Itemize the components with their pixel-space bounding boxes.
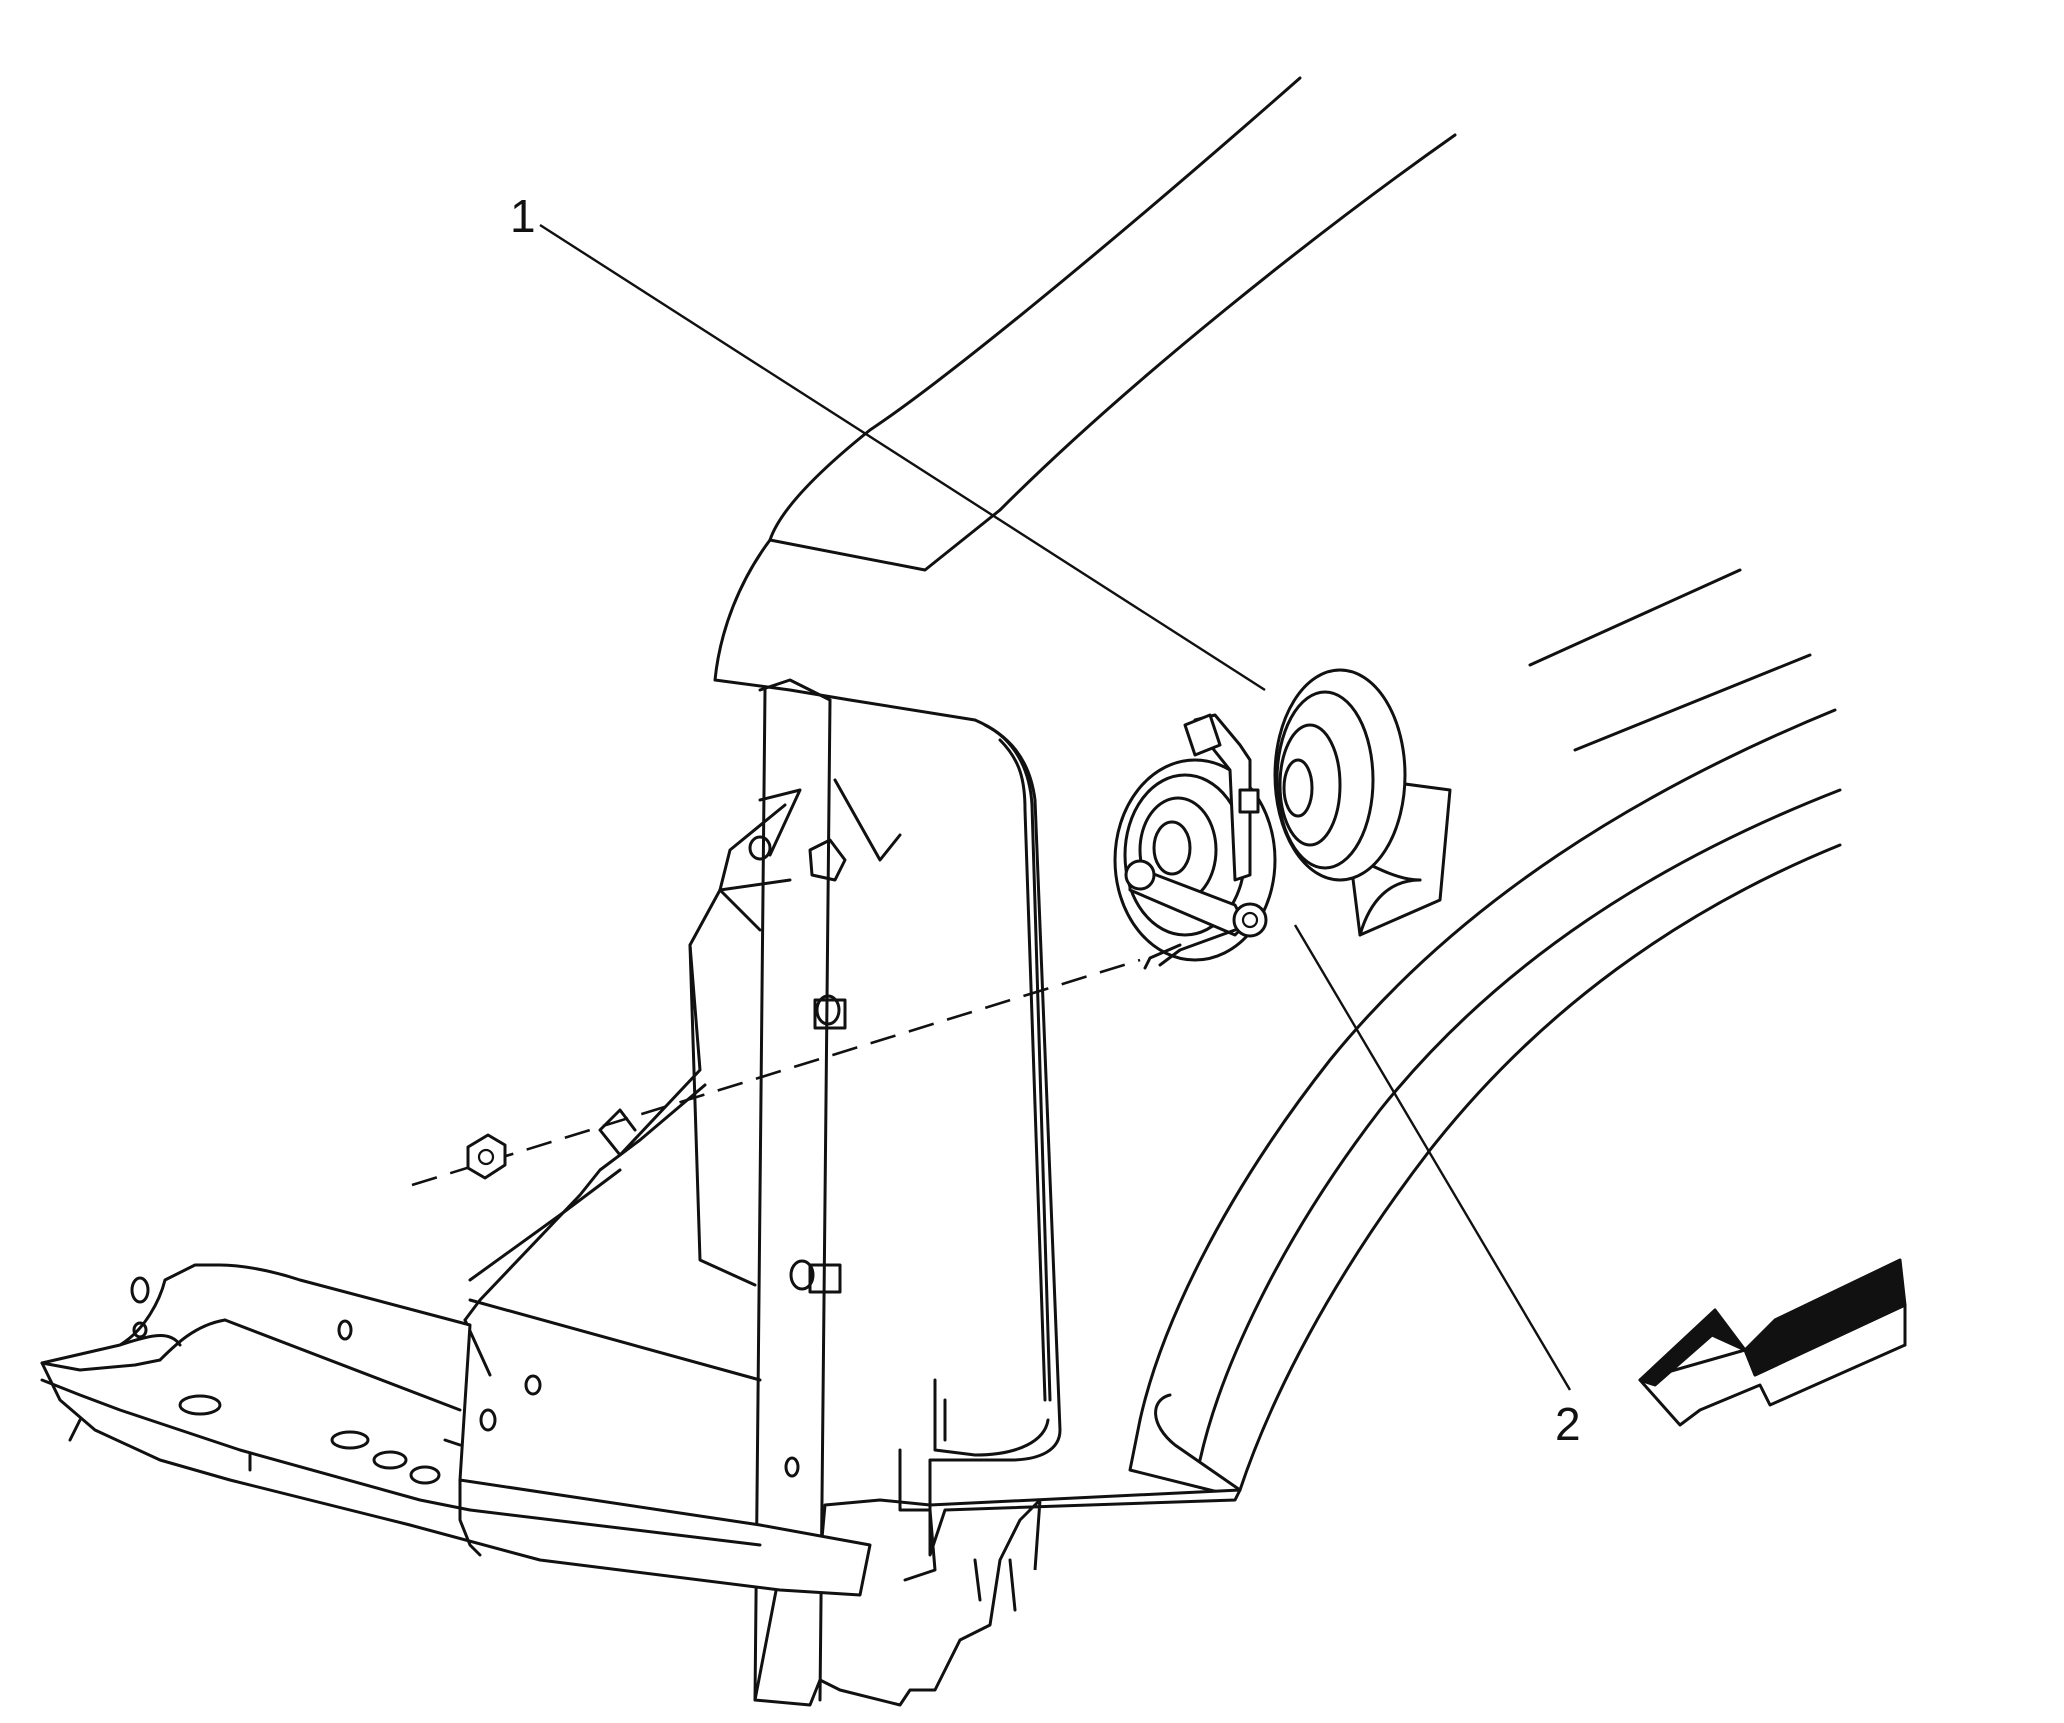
frame-rail xyxy=(40,1263,872,1597)
horn-assembly xyxy=(1113,668,1452,970)
callout-2: 2 xyxy=(1555,1398,1581,1450)
leader-line-2 xyxy=(1293,924,1572,1391)
fender-panel xyxy=(1128,568,1842,1497)
inner-bracket xyxy=(463,778,902,1382)
callout-1: 1 xyxy=(510,190,536,242)
hood-edge xyxy=(713,76,1457,682)
view-direction-arrow-icon xyxy=(1638,1258,1907,1427)
horn-bracket xyxy=(1124,713,1268,970)
mounting-fastener xyxy=(411,958,1141,1187)
radiator-support xyxy=(714,678,1242,1707)
leader-line-1 xyxy=(539,223,1266,692)
horn-high-note xyxy=(1273,668,1452,937)
hex-nut-icon xyxy=(466,1133,507,1180)
